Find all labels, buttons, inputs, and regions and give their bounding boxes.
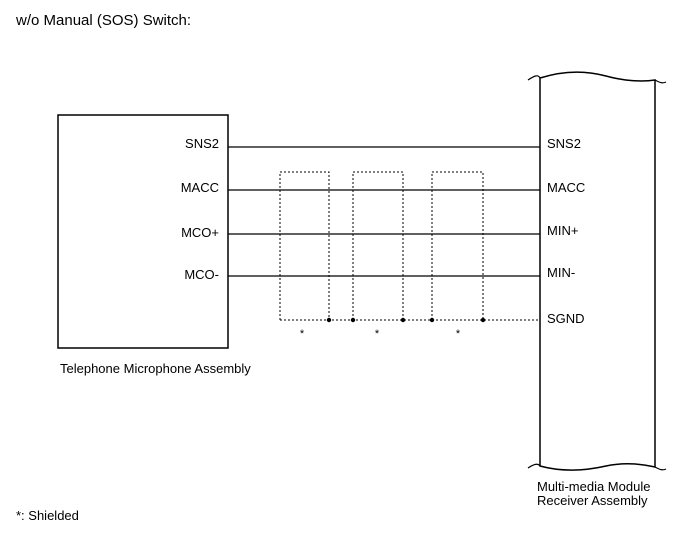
diagram-title: w/o Manual (SOS) Switch: bbox=[15, 12, 191, 29]
right-box-bottom-break bbox=[527, 463, 541, 469]
left-pin-mco-minus: MCO- bbox=[184, 267, 219, 282]
left-component-name: Telephone Microphone Assembly bbox=[60, 361, 251, 376]
right-box-top-break bbox=[527, 75, 541, 81]
left-pin-sns2: SNS2 bbox=[185, 136, 219, 151]
junction-dot bbox=[350, 317, 356, 323]
junction-dot bbox=[480, 317, 486, 323]
left-pin-mco-plus: MCO+ bbox=[181, 225, 219, 240]
right-pin-sgnd: SGND bbox=[547, 311, 585, 326]
right-component-name-line2: Receiver Assembly bbox=[537, 493, 648, 508]
right-pin-min-minus: MIN- bbox=[547, 265, 575, 280]
telephone-microphone-assembly-box bbox=[57, 114, 229, 349]
right-component-name-line1: Multi-media Module bbox=[537, 479, 650, 494]
right-pin-sns2: SNS2 bbox=[547, 136, 581, 151]
shield-mark-1: * bbox=[300, 328, 305, 340]
shield-mark-3: * bbox=[456, 328, 461, 340]
left-pin-macc: MACC bbox=[181, 180, 219, 195]
shield-loop-2 bbox=[352, 171, 404, 320]
shield-loop-1 bbox=[279, 171, 330, 320]
shield-mark-2: * bbox=[375, 328, 380, 340]
right-box-bottom-break-right bbox=[654, 466, 667, 471]
footnote: *: Shielded bbox=[16, 508, 79, 523]
right-pin-min-plus: MIN+ bbox=[547, 223, 578, 238]
junction-dot bbox=[326, 317, 332, 323]
right-box-top-break-right bbox=[654, 79, 667, 84]
right-pin-macc: MACC bbox=[547, 180, 585, 195]
shield-loop-3 bbox=[431, 171, 484, 320]
junction-dot bbox=[400, 317, 406, 323]
junction-dot bbox=[429, 317, 435, 323]
